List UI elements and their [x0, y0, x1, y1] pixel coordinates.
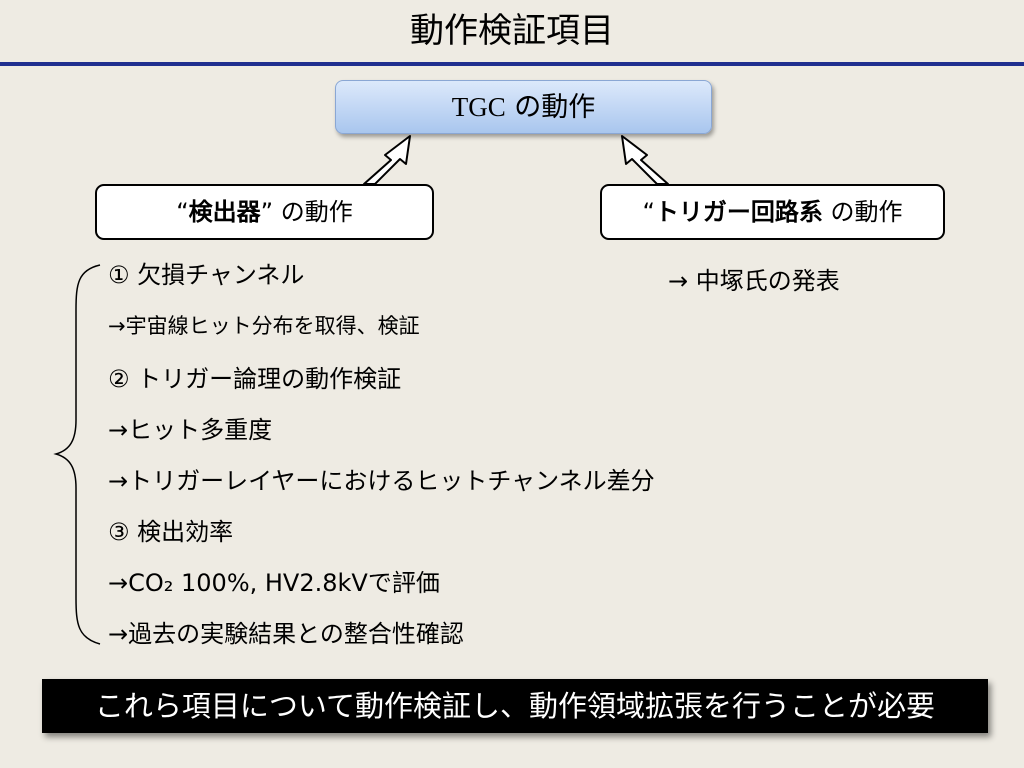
trigger-circuit-label: トリガー回路系: [654, 198, 823, 226]
item-co2-hv-evaluation: →CO₂ 100%, HV2.8kVで評価: [108, 569, 440, 597]
detector-open-quote: “: [176, 198, 189, 226]
tgc-operation-label: の動作: [505, 92, 596, 123]
tgc-operation-box: TGC の動作: [335, 80, 712, 134]
presentation-reference-note: → 中塚氏の発表: [668, 267, 840, 295]
tgc-label: TGC: [451, 92, 506, 122]
left-brace-icon: [53, 264, 101, 645]
item-missing-channels: ① 欠損チャンネル: [108, 261, 305, 289]
item-trigger-layer-hit-channel-difference: →トリガーレイヤーにおけるヒットチャンネル差分: [108, 467, 655, 495]
detector-label: 検出器: [188, 198, 261, 226]
item-detection-efficiency: ③ 検出効率: [108, 518, 234, 546]
conclusion-banner: これら項目について動作検証し、動作領域拡張を行うことが必要: [42, 679, 988, 733]
detector-operation-label: の動作: [273, 198, 353, 226]
trigger-circuit-operation-box: “トリガー回路系 の動作: [600, 184, 945, 240]
item-hit-multiplicity: →ヒット多重度: [108, 416, 273, 444]
trigger-open-quote: “: [642, 198, 655, 226]
title-divider: [0, 62, 1024, 66]
detector-close-quote: ”: [260, 198, 274, 226]
item-trigger-logic-verification: ② トリガー論理の動作検証: [108, 365, 402, 393]
arrow-up-left-icon: [363, 135, 411, 185]
item-consistency-check: →過去の実験結果との整合性確認: [108, 620, 464, 648]
detector-operation-box: “検出器” の動作: [95, 184, 434, 240]
arrow-up-right-icon: [621, 135, 669, 185]
item-cosmic-ray-hit-distribution: →宇宙線ヒット分布を取得、検証: [108, 314, 420, 338]
trigger-operation-label: の動作: [822, 198, 903, 226]
slide-title: 動作検証項目: [410, 11, 614, 51]
